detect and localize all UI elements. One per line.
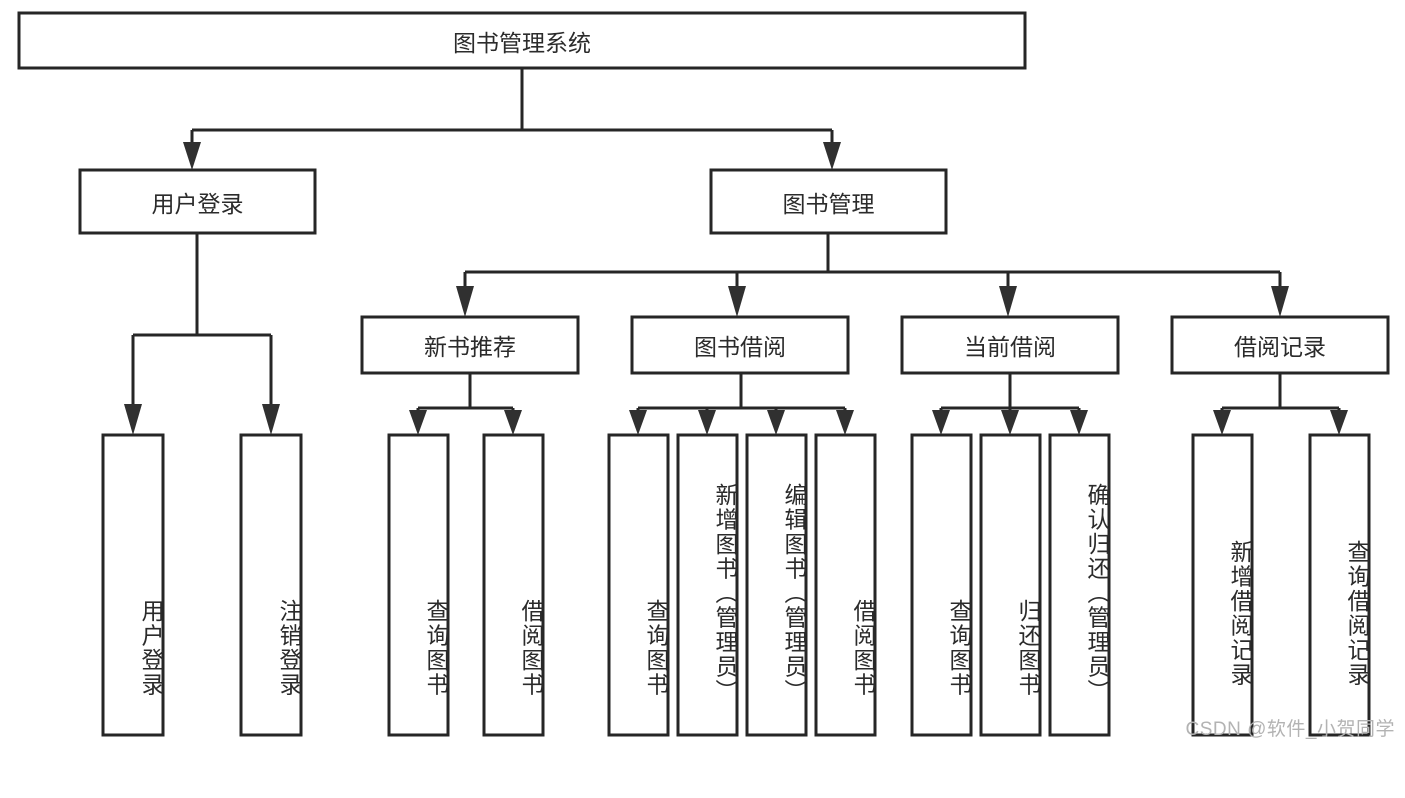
leaf-query-book-1-box[interactable] xyxy=(387,433,450,737)
leaf-add-book-box[interactable] xyxy=(676,433,739,737)
node-new-book-recommend-box[interactable] xyxy=(360,315,580,375)
arrow-head-leaf-borrow-book-1 xyxy=(504,410,522,435)
arrow-head-bookmgmt xyxy=(823,142,841,170)
leaf-borrow-book-1-box[interactable] xyxy=(482,433,545,737)
arrow-head-leaf-edit-book xyxy=(767,410,785,435)
node-user-login-box[interactable] xyxy=(78,168,317,235)
leaf-logout-login-box[interactable] xyxy=(239,433,303,737)
arrow-head-new-book-recommend xyxy=(456,286,474,317)
arrow-head-leaf-query-book-1 xyxy=(409,410,427,435)
node-book-borrow-box[interactable] xyxy=(630,315,850,375)
arrow-head-borrow-record xyxy=(1271,286,1289,317)
leaf-borrow-book-2-box[interactable] xyxy=(814,433,877,737)
node-root-box[interactable] xyxy=(17,11,1027,70)
diagram-svg xyxy=(17,11,1390,737)
arrow-head-leaf-return-book xyxy=(1001,410,1019,435)
leaf-edit-book-box[interactable] xyxy=(745,433,808,737)
leaf-query-book-3-box[interactable] xyxy=(910,433,973,737)
node-book-management-box[interactable] xyxy=(709,168,948,235)
arrow-head-userlogin xyxy=(183,142,201,170)
arrow-head-leaf-add-book xyxy=(698,410,716,435)
arrow-head-leaf-add-record xyxy=(1213,410,1231,435)
hierarchy-diagram-canvas: 图书管理系统 用户登录 图书管理 新书推荐 图书借阅 当前借阅 借阅记录 用户登… xyxy=(17,11,1395,740)
leaf-return-book-box[interactable] xyxy=(979,433,1042,737)
arrow-head-leaf-confirm-return xyxy=(1070,410,1088,435)
arrow-head-leaf-user-login xyxy=(124,404,142,435)
arrow-head-leaf-query-record xyxy=(1330,410,1348,435)
arrow-head-leaf-query-book-2 xyxy=(629,410,647,435)
arrow-head-leaf-query-book-3 xyxy=(932,410,950,435)
node-borrow-record-box[interactable] xyxy=(1170,315,1390,375)
arrow-head-leaf-logout-login xyxy=(262,404,280,435)
leaf-add-record-box[interactable] xyxy=(1191,433,1254,737)
leaf-confirm-return-box[interactable] xyxy=(1048,433,1111,737)
leaf-query-record-box[interactable] xyxy=(1308,433,1371,737)
node-current-borrow-box[interactable] xyxy=(900,315,1120,375)
arrow-head-current-borrow xyxy=(999,286,1017,317)
arrow-head-leaf-borrow-book-2 xyxy=(836,410,854,435)
csdn-watermark: CSDN @软件_小贺同学 xyxy=(1185,719,1395,740)
arrow-head-book-borrow xyxy=(728,286,746,317)
leaf-user-login-box[interactable] xyxy=(101,433,165,737)
leaf-query-book-2-box[interactable] xyxy=(607,433,670,737)
